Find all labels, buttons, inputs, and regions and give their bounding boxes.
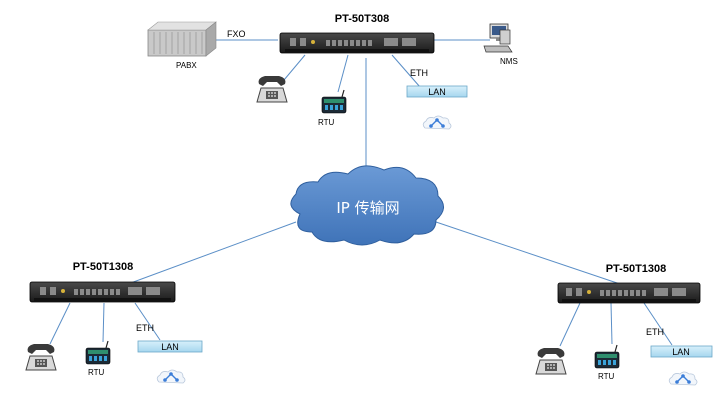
left-lan-cloud-icon bbox=[156, 369, 186, 384]
left-device bbox=[29, 281, 176, 303]
nms-label: NMS bbox=[500, 57, 518, 66]
link-left-eth bbox=[134, 302, 161, 341]
link-cloud-right bbox=[435, 221, 621, 285]
left-eth-label: ETH bbox=[136, 323, 154, 333]
right-lan-label: LAN bbox=[672, 347, 690, 357]
top-lan-label: LAN bbox=[428, 87, 446, 97]
right-lan-cloud-icon bbox=[668, 371, 698, 386]
left-phone-icon bbox=[25, 343, 57, 371]
nms-computer-icon bbox=[483, 23, 513, 53]
left-lan-label: LAN bbox=[161, 342, 179, 352]
right-site: PT-50T1308 RTU ETH LAN bbox=[535, 263, 713, 386]
link-cloud-left bbox=[127, 221, 297, 285]
top-lan-bar bbox=[406, 85, 468, 98]
right-phone-icon bbox=[535, 347, 567, 375]
top-device bbox=[279, 32, 435, 54]
link-top-eth bbox=[391, 54, 421, 88]
top-site: PT-50T308 PABX bbox=[147, 13, 518, 130]
link-right-phone bbox=[559, 302, 581, 347]
link-left-phone bbox=[49, 302, 71, 345]
left-rtu-icon bbox=[85, 340, 111, 365]
top-eth-label: ETH bbox=[410, 68, 428, 78]
ip-network-label: IP 传输网 bbox=[336, 199, 399, 217]
top-device-title: PT-50T308 bbox=[335, 13, 389, 25]
pabx-icon bbox=[147, 21, 217, 57]
right-rtu-label: RTU bbox=[598, 372, 615, 381]
right-lan-bar bbox=[650, 345, 713, 358]
link-right-eth bbox=[643, 302, 673, 346]
pabx-label: PABX bbox=[176, 61, 197, 70]
right-eth-label: ETH bbox=[646, 327, 664, 337]
right-device bbox=[557, 282, 701, 304]
left-rtu-label: RTU bbox=[88, 368, 105, 377]
link-left-rtu bbox=[102, 302, 105, 343]
link-right-rtu bbox=[610, 302, 613, 345]
left-lan-bar bbox=[137, 340, 203, 353]
right-rtu-icon bbox=[594, 344, 620, 369]
link-top-rtu bbox=[337, 54, 349, 93]
right-device-title: PT-50T1308 bbox=[606, 263, 667, 275]
left-site: PT-50T1308 RTU ETH LAN bbox=[25, 261, 203, 384]
link-top-phone bbox=[283, 54, 306, 81]
ip-network-cloud: IP 传输网 bbox=[290, 165, 444, 246]
fxo-label: FXO bbox=[227, 29, 246, 39]
links bbox=[49, 39, 673, 347]
top-rtu-icon bbox=[321, 89, 347, 114]
top-phone-icon bbox=[256, 75, 288, 103]
top-rtu-label: RTU bbox=[318, 118, 335, 127]
left-device-title: PT-50T1308 bbox=[73, 261, 134, 273]
top-lan-cloud-icon bbox=[422, 115, 452, 130]
